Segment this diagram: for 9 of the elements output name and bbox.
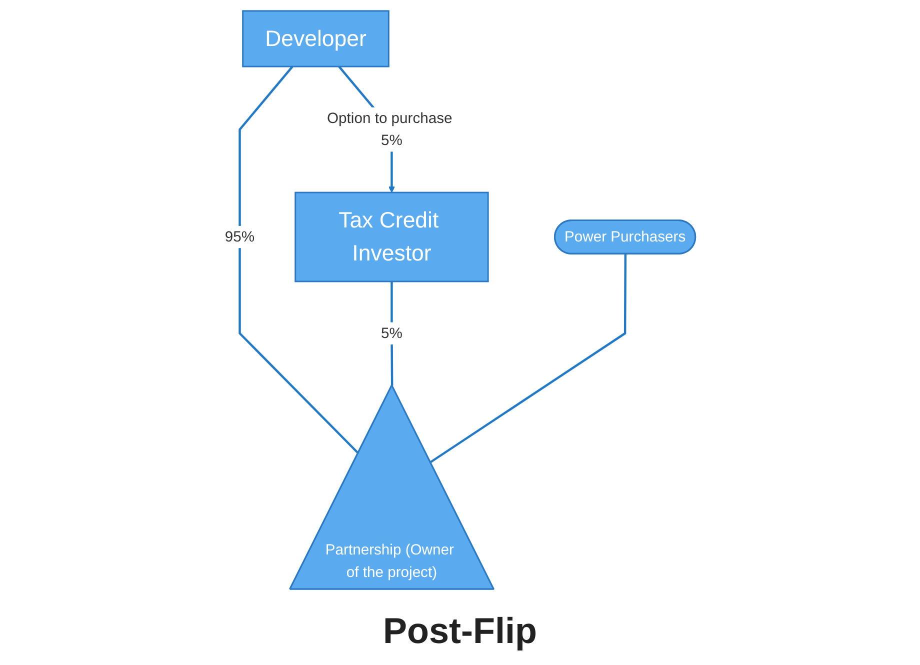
node-box: Developer	[242, 10, 390, 68]
edge-label: 95%	[224, 228, 254, 246]
edge-label: Option to purchase 5%	[326, 110, 452, 149]
connector	[238, 66, 359, 454]
connector	[430, 254, 626, 464]
edge-label: 5%	[380, 325, 402, 342]
connector	[390, 281, 394, 386]
node-box: Tax Credit Investor	[294, 192, 489, 282]
caption: Post-Flip	[383, 610, 537, 652]
